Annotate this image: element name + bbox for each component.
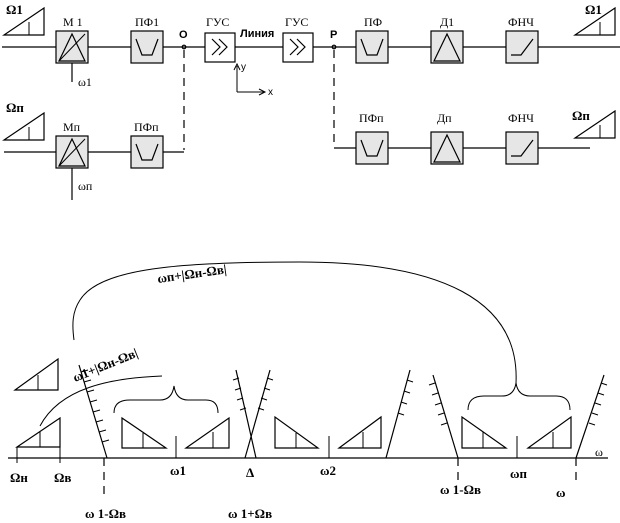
bandpass-filter-pf1: [130, 30, 164, 64]
label-pf1: ПФ1: [135, 15, 159, 29]
source-spectrum-icon-omega1-left: [2, 6, 45, 36]
lowpass-filter-top: [505, 30, 539, 64]
channelp-lower-sideband: [461, 415, 508, 449]
label-omega-v: Ωв: [54, 470, 71, 485]
brace-channel1: [113, 385, 219, 414]
label-omega-m1: ω1: [78, 75, 92, 89]
arc-upper-connection: [72, 261, 517, 384]
modulator-m1: [55, 30, 89, 64]
label-d1: Д1: [440, 15, 454, 29]
group-amplifier-gus-rx: [282, 32, 314, 63]
channel2-lower-sideband: [274, 415, 320, 449]
arc-lower-connection: [39, 375, 163, 427]
channel2-upper-sideband: [337, 415, 382, 449]
label-dp: Дп: [437, 111, 452, 125]
label-w1-minus-wv-right: ω 1-Ωв: [440, 482, 481, 497]
label-omega-right: ω: [556, 485, 566, 500]
label-gus-rx: ГУС: [285, 15, 308, 29]
block-diagram: Ω1 М 1 ω1 ПФ1 О ГУС: [2, 2, 620, 200]
bandpass-filter-pfp-left: [130, 135, 164, 169]
label-omega1: ω1: [170, 463, 186, 478]
channel1-upper-sideband: [184, 416, 230, 449]
filter-slope-mid-right: [385, 369, 414, 459]
label-axis-x: x: [268, 87, 273, 98]
demodulator-dp: [430, 131, 464, 165]
label-delta: Δ: [246, 465, 254, 480]
label-omega-axis: ω: [595, 445, 603, 459]
channel1-lower-sideband: [121, 416, 168, 449]
bandpass-filter-pf: [355, 30, 389, 64]
label-pfp-right: ПФп: [359, 111, 384, 125]
label-fnch-top: ФНЧ: [508, 15, 534, 29]
label-node-p: Р: [330, 29, 337, 41]
label-omega1-left: Ω1: [6, 2, 23, 17]
modulator-mp: [55, 135, 89, 169]
spectrum-diagram: ω Ωн Ωв: [8, 261, 608, 521]
demodulator-d1: [430, 30, 464, 64]
label-mp: Мп: [63, 120, 81, 134]
axis-indicator: [233, 62, 267, 96]
spectrum-icon-upper-left: [13, 357, 59, 391]
filter-slope-left: [78, 364, 110, 459]
label-w1-minus-wv: ω 1-Ωв: [85, 506, 126, 521]
filter-slope-pass-left: [428, 374, 459, 459]
label-axis-y: y: [241, 62, 246, 73]
label-pf: ПФ: [364, 15, 382, 29]
label-omegap: ωп: [510, 466, 528, 481]
label-m1: М 1: [63, 15, 83, 29]
label-pfp-left: ПФп: [134, 120, 159, 134]
label-node-o: О: [179, 29, 188, 41]
label-omega1-right: Ω1: [585, 2, 602, 17]
label-omegap-left: Ωп: [6, 100, 24, 115]
label-line: Линия: [240, 28, 274, 40]
baseband-spectrum: [15, 416, 61, 448]
brace-channelp: [467, 382, 571, 411]
label-omegap-right: Ωп: [572, 108, 590, 123]
label-omega2: ω2: [320, 463, 336, 478]
lowpass-filter-bottom: [505, 131, 539, 165]
source-spectrum-icon-omegap-left: [2, 111, 45, 141]
output-spectrum-icon-omega1-right: [573, 6, 616, 36]
group-amplifier-gus-tx: [204, 32, 236, 63]
label-fnch-bottom: ФНЧ: [508, 111, 534, 125]
label-omega-n: Ωн: [10, 470, 28, 485]
bandpass-filter-pfp-right: [355, 131, 389, 165]
label-omega-mp: ωп: [78, 179, 93, 193]
filter-slopes-delta: [232, 369, 274, 459]
channelp-upper-sideband: [526, 415, 572, 449]
filter-slope-pass-right: [575, 374, 608, 459]
output-spectrum-icon-omegap-right: [573, 109, 616, 139]
label-gus-tx: ГУС: [206, 15, 229, 29]
label-w1-plus-wv: ω 1+Ωв: [228, 506, 272, 521]
